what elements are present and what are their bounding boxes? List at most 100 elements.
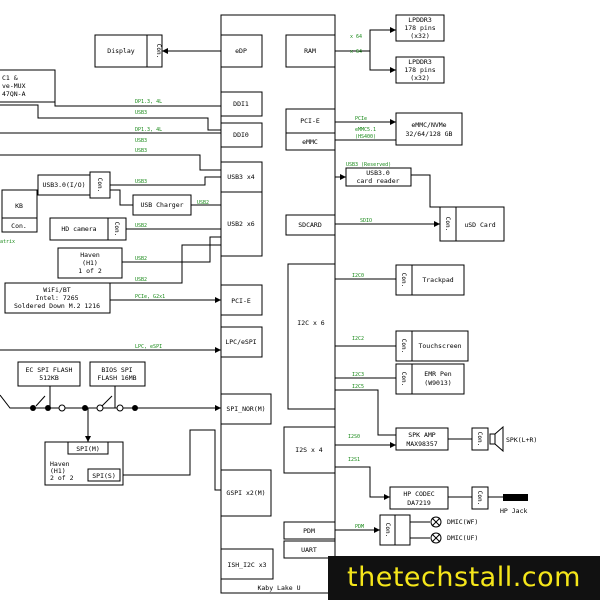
dmic-uf-label: DMIC(UF)	[447, 534, 478, 542]
left-devices: Display Con. C1 & ve-MUX 47QN-A USB3.0(I…	[0, 34, 192, 486]
dmic-conn: Con.	[384, 523, 391, 537]
hp-jack-label: HP Jack	[500, 507, 527, 515]
mux-line-2: ve-MUX	[2, 82, 26, 90]
card-reader-line-2: card reader	[356, 177, 399, 185]
bus-i2s0: I2S0	[348, 434, 360, 440]
haven2-line-3: 2 of 2	[50, 474, 74, 482]
block-spi-nor: SPI_NOR(M)	[226, 405, 265, 413]
haven2-line-2: (H1)	[50, 467, 66, 475]
haven1-line-3: 1 of 2	[78, 267, 102, 275]
bus-i2s1: I2S1	[348, 457, 360, 463]
trackpad-label: Trackpad	[422, 276, 453, 284]
block-ram: RAM	[304, 47, 316, 55]
bus-usb3-res: USB3 (Reserved)	[346, 162, 391, 168]
bus-lpc-espi: LPC, eSPI	[135, 344, 162, 350]
wifi-line-1: WiFi/BT	[43, 286, 70, 294]
wifi-line-3: Soldered Down M.2 1216	[14, 302, 100, 310]
bus-usb3-c: USB3	[135, 148, 147, 154]
lpddr3-a-line-3: (x32)	[410, 32, 430, 40]
kb-conn: Con.	[11, 222, 27, 230]
usb30-conn: Con.	[96, 178, 103, 192]
bus-usb2-a: USB2	[197, 200, 209, 206]
block-usb2x6: USB2 x6	[227, 220, 254, 228]
usb-charger-label: USB Charger	[140, 201, 183, 209]
block-i2s: I2S x 4	[295, 446, 322, 454]
block-edp: eDP	[235, 47, 247, 55]
haven1-line-2: (H1)	[82, 259, 98, 267]
trackpad-conn: Con.	[400, 273, 407, 287]
spk-amp-line-2: MAX98357	[406, 440, 437, 448]
usd-conn: Con.	[444, 217, 451, 231]
bus-usb3-d: USB3	[135, 179, 147, 185]
bus-i2c3: I2C3	[352, 372, 364, 378]
block-lpc: LPC/eSPI	[225, 338, 256, 346]
bus-pcie-g2: PCIe, G2x1	[135, 294, 165, 300]
emmc-nvme-line-1: eMMC/NVMe	[411, 121, 446, 129]
bus-labels: DP1.3, 4L USB3 DP1.3, 4L USB3 USB3 USB3 …	[135, 34, 391, 530]
camera-conn: Con.	[113, 222, 120, 236]
block-pcie-right: PCI-E	[300, 117, 320, 125]
haven1-line-1: Haven	[80, 251, 100, 259]
bus-x64-a: x 64	[350, 34, 362, 40]
block-pcie-left: PCI-E	[231, 297, 251, 305]
block-sdcard: SDCARD	[298, 221, 322, 229]
bus-hs400: (HS400)	[355, 134, 376, 140]
bus-sdio: SDIO	[360, 218, 372, 224]
soc-sub-blocks: eDP DDI1 DDI0 USB3 x4 USB2 x6 PCI-E LPC/…	[220, 34, 336, 580]
spi-m-label: SPI(M)	[76, 445, 99, 453]
ec-spi-line-1: EC SPI FLASH	[26, 366, 73, 374]
emr-pen-conn: Con.	[400, 372, 407, 386]
bus-emmc51: eMMC5.1	[355, 127, 376, 133]
ec-spi-line-2: 512KB	[39, 374, 59, 382]
spi-switches	[30, 395, 138, 412]
spk-conn: Con.	[476, 432, 483, 446]
block-uart: UART	[301, 546, 317, 554]
lpddr3-a-line-1: LPDDR3	[408, 16, 432, 24]
soc-name: Kaby Lake U	[257, 584, 300, 592]
lpddr3-b-line-2: 178 pins	[404, 66, 435, 74]
usb30-label: USB3.0(I/O)	[42, 181, 85, 189]
card-reader-line-1: USB3.0	[366, 169, 390, 177]
bus-x64-b: x 64	[350, 49, 362, 55]
block-ish: ISH_I2C x3	[227, 561, 266, 569]
hp-codec-line-1: HP CODEC	[403, 490, 434, 498]
block-pdm: PDM	[303, 527, 315, 535]
watermark-text: thetechstall.com	[347, 562, 581, 593]
speaker-icon	[489, 425, 504, 453]
kb-label: KB	[15, 202, 23, 210]
lpddr3-b-line-1: LPDDR3	[408, 58, 432, 66]
block-i2c: I2C x 6	[297, 319, 324, 327]
display-label: Display	[107, 47, 134, 55]
bus-i2c0: I2C0	[352, 273, 364, 279]
bus-i2c5: I2C5	[352, 384, 364, 390]
lpddr3-b-line-3: (x32)	[410, 74, 430, 82]
mux-line-3: 47QN-A	[2, 90, 26, 98]
emmc-nvme-line-2: 32/64/128 GB	[406, 130, 453, 138]
lpddr3-a-line-2: 178 pins	[404, 24, 435, 32]
bus-i2c2: I2C2	[352, 336, 364, 342]
dmic-wf-icon	[430, 516, 442, 528]
wifi-line-2: Intel: 7265	[35, 294, 78, 302]
matrix-label: atrix	[0, 239, 15, 245]
hp-conn: Con.	[476, 491, 483, 505]
hp-codec-line-2: DA7219	[407, 499, 431, 507]
block-ddi0: DDI0	[233, 131, 249, 139]
block-emmc: eMMC	[302, 138, 318, 146]
bus-dp-b: DP1.3, 4L	[135, 127, 162, 133]
hp-jack-icon	[503, 494, 528, 501]
bus-usb2-c: USB2	[135, 256, 147, 262]
dmic-uf-icon	[430, 532, 442, 544]
watermark-band	[328, 556, 600, 600]
usd-card-label: uSD Card	[464, 221, 495, 229]
emr-pen-line-2: (W9013)	[424, 379, 451, 387]
mux-line-1: C1 &	[2, 74, 18, 82]
touchscreen-conn: Con.	[400, 339, 407, 353]
bus-usb3-b: USB3	[135, 138, 147, 144]
bios-spi-line-2: FLASH 16MB	[97, 374, 136, 382]
touchscreen-label: Touchscreen	[418, 342, 461, 350]
bus-usb3-a: USB3	[135, 110, 147, 116]
bus-dp-a: DP1.3, 4L	[135, 99, 162, 105]
bus-usb2-d: USB2	[135, 277, 147, 283]
bus-pcie: PCIe	[355, 116, 367, 122]
right-devices: LPDDR3 178 pins (x32) LPDDR3 178 pins (x…	[345, 14, 537, 546]
